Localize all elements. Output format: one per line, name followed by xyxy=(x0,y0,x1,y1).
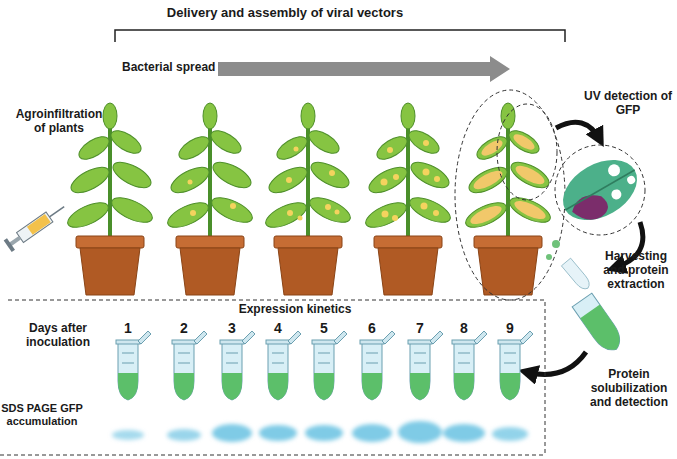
sample-tube xyxy=(360,331,395,400)
day-number: 5 xyxy=(312,320,336,336)
spot xyxy=(392,215,398,221)
sample-tube xyxy=(116,331,151,400)
spot xyxy=(230,203,236,209)
spot xyxy=(329,170,335,176)
tube-sample xyxy=(580,305,626,356)
syringe xyxy=(4,201,69,252)
spot xyxy=(434,176,440,182)
sample-tube xyxy=(312,331,347,400)
sample-tube xyxy=(220,331,255,400)
leaf-punch xyxy=(610,188,624,202)
sample-tube xyxy=(408,331,443,400)
small-tube xyxy=(561,258,592,292)
spot xyxy=(286,177,292,183)
gel-bands xyxy=(112,421,528,443)
spot xyxy=(381,179,388,186)
infection-spots xyxy=(188,140,441,221)
gel-band xyxy=(443,424,485,442)
leaf-disc xyxy=(552,240,560,248)
day-number: 3 xyxy=(220,320,244,336)
leaf-punch xyxy=(626,175,637,186)
tube-body xyxy=(572,293,626,356)
spot xyxy=(423,140,429,146)
leaf-punch xyxy=(606,162,622,178)
tube-body xyxy=(561,258,592,292)
gel-band xyxy=(259,425,297,441)
day-number: 6 xyxy=(360,320,384,336)
day-number: 9 xyxy=(498,320,522,336)
gfp-area xyxy=(569,188,612,228)
syringe-barrel xyxy=(17,212,53,242)
leaf-disc xyxy=(546,254,552,260)
day-number: 1 xyxy=(116,320,140,336)
flow-arrow xyxy=(556,122,600,140)
gel-band xyxy=(305,425,343,441)
divider-line xyxy=(8,300,545,455)
axis-label: Days after inoculation xyxy=(10,322,106,350)
day-number: 2 xyxy=(172,320,196,336)
spot xyxy=(433,210,439,216)
uv-leaf xyxy=(552,147,647,232)
arrow-label: Bacterial spread xyxy=(122,61,218,75)
spot xyxy=(393,174,399,180)
syringe-handle xyxy=(4,238,15,252)
spot xyxy=(190,210,196,216)
spot xyxy=(423,169,430,176)
step-label: Agroinfiltration of plants xyxy=(10,108,108,136)
spot xyxy=(287,210,293,216)
divider-line xyxy=(0,455,545,456)
spot xyxy=(382,211,389,218)
day-number: 4 xyxy=(266,320,290,336)
gel-band xyxy=(352,424,392,442)
selection-ellipse xyxy=(455,90,565,300)
leaf-blade xyxy=(552,147,647,232)
plant xyxy=(362,103,453,295)
gel-band xyxy=(398,421,442,443)
day-number: 8 xyxy=(452,320,476,336)
bracket xyxy=(115,30,565,42)
flow-arrow xyxy=(526,352,586,375)
gel-band xyxy=(112,430,144,440)
spot xyxy=(294,147,299,152)
selection-ellipse xyxy=(497,104,557,200)
extraction-tube xyxy=(572,293,626,356)
sample-tube xyxy=(172,331,207,400)
gel-band xyxy=(212,424,252,442)
spot xyxy=(325,204,331,210)
diagram-title: Delivery and assembly of viral vectors xyxy=(150,6,420,21)
syringe-liquid xyxy=(27,214,51,235)
sample-tube xyxy=(452,331,487,400)
spread-arrow xyxy=(218,56,510,82)
spot xyxy=(335,210,340,215)
sample-tube xyxy=(266,331,301,400)
spot xyxy=(298,216,303,221)
spot xyxy=(421,203,428,210)
axis-label: SDS PAGE GFP accumulation xyxy=(0,402,84,427)
syringe-needle xyxy=(49,207,64,217)
spot xyxy=(387,147,393,153)
day-number: 7 xyxy=(408,320,432,336)
plant xyxy=(462,103,553,295)
step-label: Protein solubilization and detection xyxy=(584,368,674,409)
step-label: Harvesting and protein extraction xyxy=(596,250,676,291)
plant xyxy=(164,103,255,295)
spot xyxy=(188,180,193,185)
plant xyxy=(262,103,353,295)
gel-band xyxy=(492,427,528,441)
infected-plant xyxy=(468,131,548,227)
section-label: Expression kinetics xyxy=(220,303,370,317)
sample-tube xyxy=(498,331,533,400)
leaf-vein xyxy=(565,170,634,210)
step-label: UV detection of GFP xyxy=(584,90,672,118)
gel-band xyxy=(167,429,201,441)
